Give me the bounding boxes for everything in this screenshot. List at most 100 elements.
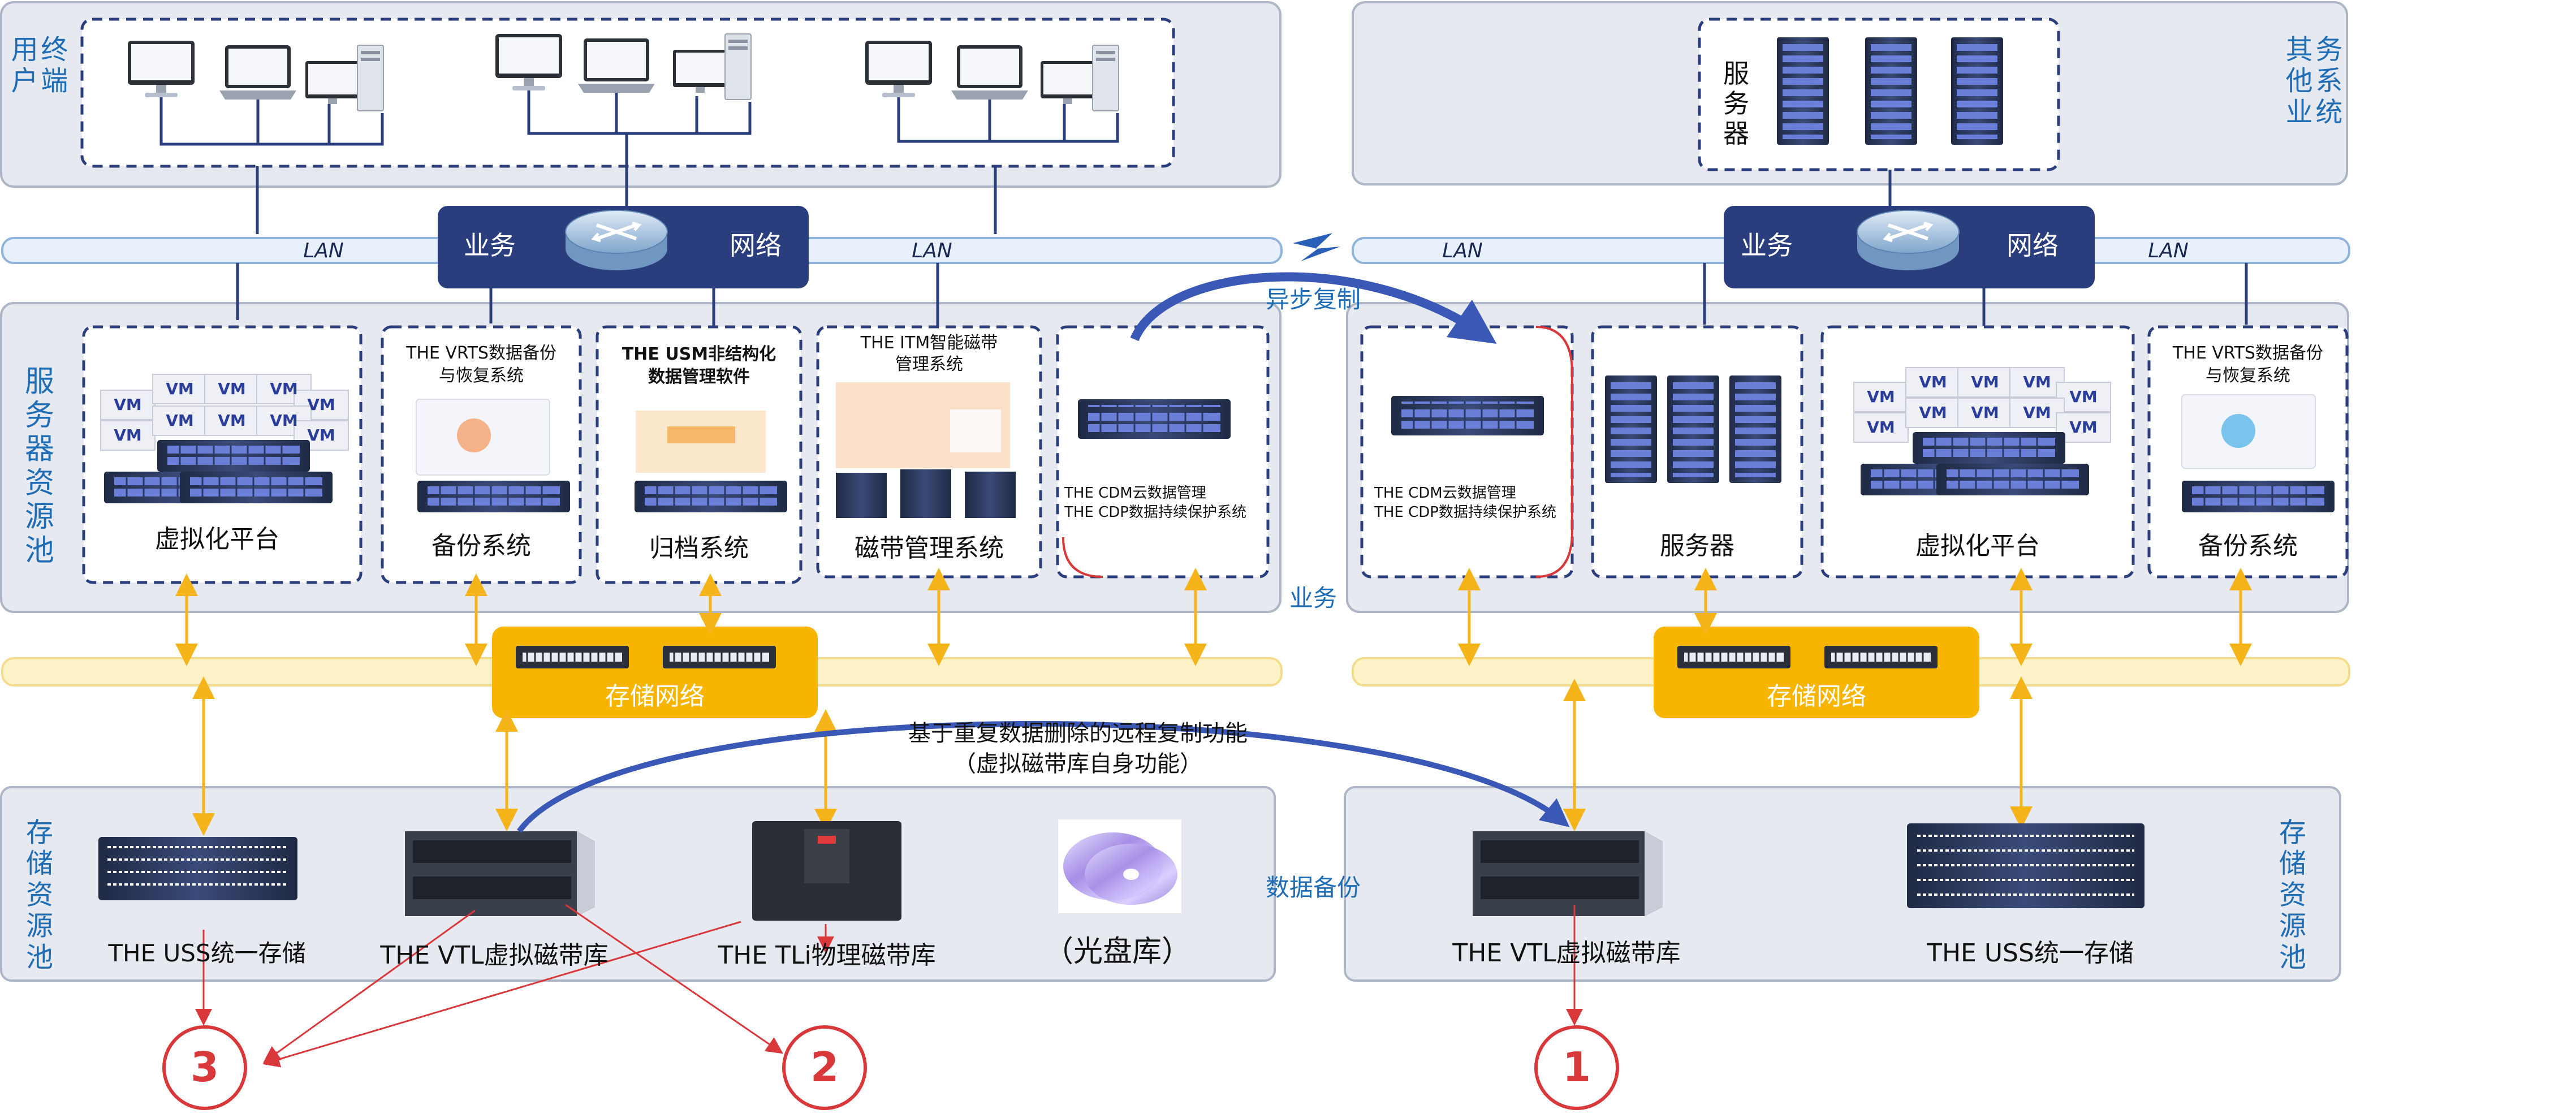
vm-labels-right: VM VM VM VM VM VM VM VM VM VM [1867, 373, 2098, 437]
vm-label: VM [114, 395, 142, 414]
vm-label: VM [114, 426, 142, 444]
label-server-pool: 服务器资源池 [25, 365, 54, 568]
circle-number-2: 2 [810, 1043, 839, 1091]
lightning-link [1293, 233, 1340, 261]
label-data-backup: 数据备份 [1266, 874, 1361, 901]
lan-label-4: LAN [2148, 239, 2189, 262]
label-backup-left: 备份系统 [432, 532, 531, 560]
tli-left [752, 821, 901, 921]
label-cdm-left-1: THE CDM云数据管理 [1064, 485, 1206, 502]
label-user-terminal: 用户终端 [11, 34, 68, 97]
vtl-right [1473, 831, 1663, 916]
label-uss-right: THE USS统一存储 [1926, 939, 2134, 968]
vm-label: VM [166, 411, 194, 430]
vm-label: VM [2023, 403, 2051, 422]
label-business-side: 业务 [1289, 584, 1337, 612]
storage-bar-left [1, 627, 1283, 718]
top-right-servers [1777, 37, 2003, 209]
optical-disc [1057, 818, 1183, 914]
router-left-network: 网络 [730, 230, 782, 261]
vm-label: VM [270, 379, 298, 398]
vm-labels-left: VM VM VM VM VM VM VM VM VM VM [114, 379, 335, 444]
storage-bar-right [1352, 627, 2350, 718]
label-uss-left: THE USS统一存储 [107, 939, 305, 967]
vm-label: VM [218, 411, 246, 430]
async-replication-arrow [1130, 272, 1497, 344]
router-right-network: 网络 [2007, 230, 2059, 261]
label-itm: THE ITM智能磁带管理系统 [860, 333, 998, 374]
vrts-right-box [2147, 325, 2349, 579]
label-tape-mgmt: 磁带管理系统 [855, 534, 1004, 563]
itm-box [816, 325, 1042, 579]
tape-library-icon [965, 472, 1016, 518]
label-virtualization-left: 虚拟化平台 [155, 525, 279, 554]
tape-library-icon [900, 469, 951, 518]
label-optical: （光盘库） [1044, 935, 1191, 969]
vm-label: VM [218, 379, 246, 398]
virtualization-right-box [1820, 325, 2135, 579]
vm-label: VM [2023, 373, 2051, 391]
label-cdm-right-1: THE CDM云数据管理 [1374, 485, 1516, 502]
label-cdm-right-2: THE CDP数据持续保护系统 [1374, 504, 1556, 521]
storage-pool-left-panel [0, 786, 1276, 982]
vm-label: VM [270, 411, 298, 430]
label-vrts-left: THE VRTS数据备份与恢复系统 [405, 343, 556, 386]
circle-3 [162, 1025, 247, 1110]
vm-label: VM [1971, 373, 1999, 391]
dedup-replication-arrow [516, 721, 1570, 833]
label-archive: 归档系统 [649, 534, 749, 563]
vm-label: VM [1867, 418, 1895, 437]
business-network-left [438, 206, 809, 288]
vm-label: VM [307, 395, 335, 414]
vm-label: VM [1867, 387, 1895, 406]
business-network-right [1724, 206, 2095, 288]
label-storage-pool-left: 存储资源池 [26, 817, 53, 973]
vm-label: VM [307, 426, 335, 444]
label-storage-network-right: 存储网络 [1767, 682, 1866, 711]
lan-label-1: LAN [303, 239, 344, 262]
label-cdm-left-2: THE CDP数据持续保护系统 [1064, 504, 1246, 521]
label-storage-network-left: 存储网络 [605, 682, 705, 711]
label-backup-right: 备份系统 [2198, 532, 2298, 560]
terminal-group-1 [128, 41, 384, 146]
router-right-business: 业务 [1741, 230, 1793, 261]
label-other-business: 其他业务系统 [2286, 34, 2343, 128]
virtualization-left-box [82, 325, 363, 584]
label-storage-pool-right: 存储资源池 [2279, 817, 2306, 973]
storage-links [175, 568, 2252, 836]
label-top-servers: 服务器 [1723, 58, 1749, 149]
label-tli-left: THE TLi物理磁带库 [717, 941, 935, 970]
vm-label: VM [1919, 403, 1947, 422]
numbered-links [195, 904, 1583, 1068]
label-servers-right: 服务器 [1660, 532, 1734, 560]
circle-number-3: 3 [191, 1043, 219, 1091]
lan-label-2: LAN [912, 239, 952, 262]
router-left-business: 业务 [464, 230, 516, 261]
vm-label: VM [166, 379, 194, 398]
vm-label: VM [1971, 403, 1999, 422]
label-vtl-left: THE VTL虚拟磁带库 [379, 941, 608, 970]
vtl-left [405, 831, 595, 916]
label-virtualization-right: 虚拟化平台 [1915, 532, 2040, 560]
label-dedup-2: （虚拟磁带库自身功能） [953, 751, 1202, 777]
terminal-group-2 [495, 33, 752, 135]
vm-label: VM [2069, 418, 2098, 437]
circle-2 [782, 1025, 867, 1110]
label-vrts-right: THE VRTS数据备份与恢复系统 [2172, 343, 2323, 386]
terminal-group-3 [865, 41, 1119, 143]
label-async-replication: 异步复制 [1266, 286, 1361, 313]
vm-label: VM [2069, 387, 2098, 406]
vrts-left-box [381, 325, 582, 584]
tape-library-icon [836, 473, 887, 518]
cdm-left-box [1056, 325, 1270, 579]
circle-number-1: 1 [1563, 1043, 1591, 1091]
label-usm: THE USM非结构化数据管理软件 [622, 344, 776, 387]
label-vtl-right: THE VTL虚拟磁带库 [1452, 939, 1680, 968]
lan-label-3: LAN [1442, 239, 1483, 262]
circle-1 [1534, 1025, 1619, 1110]
vm-label: VM [1919, 373, 1947, 391]
usm-box [596, 325, 802, 584]
label-dedup-1: 基于重复数据删除的远程复制功能 [908, 720, 1248, 746]
